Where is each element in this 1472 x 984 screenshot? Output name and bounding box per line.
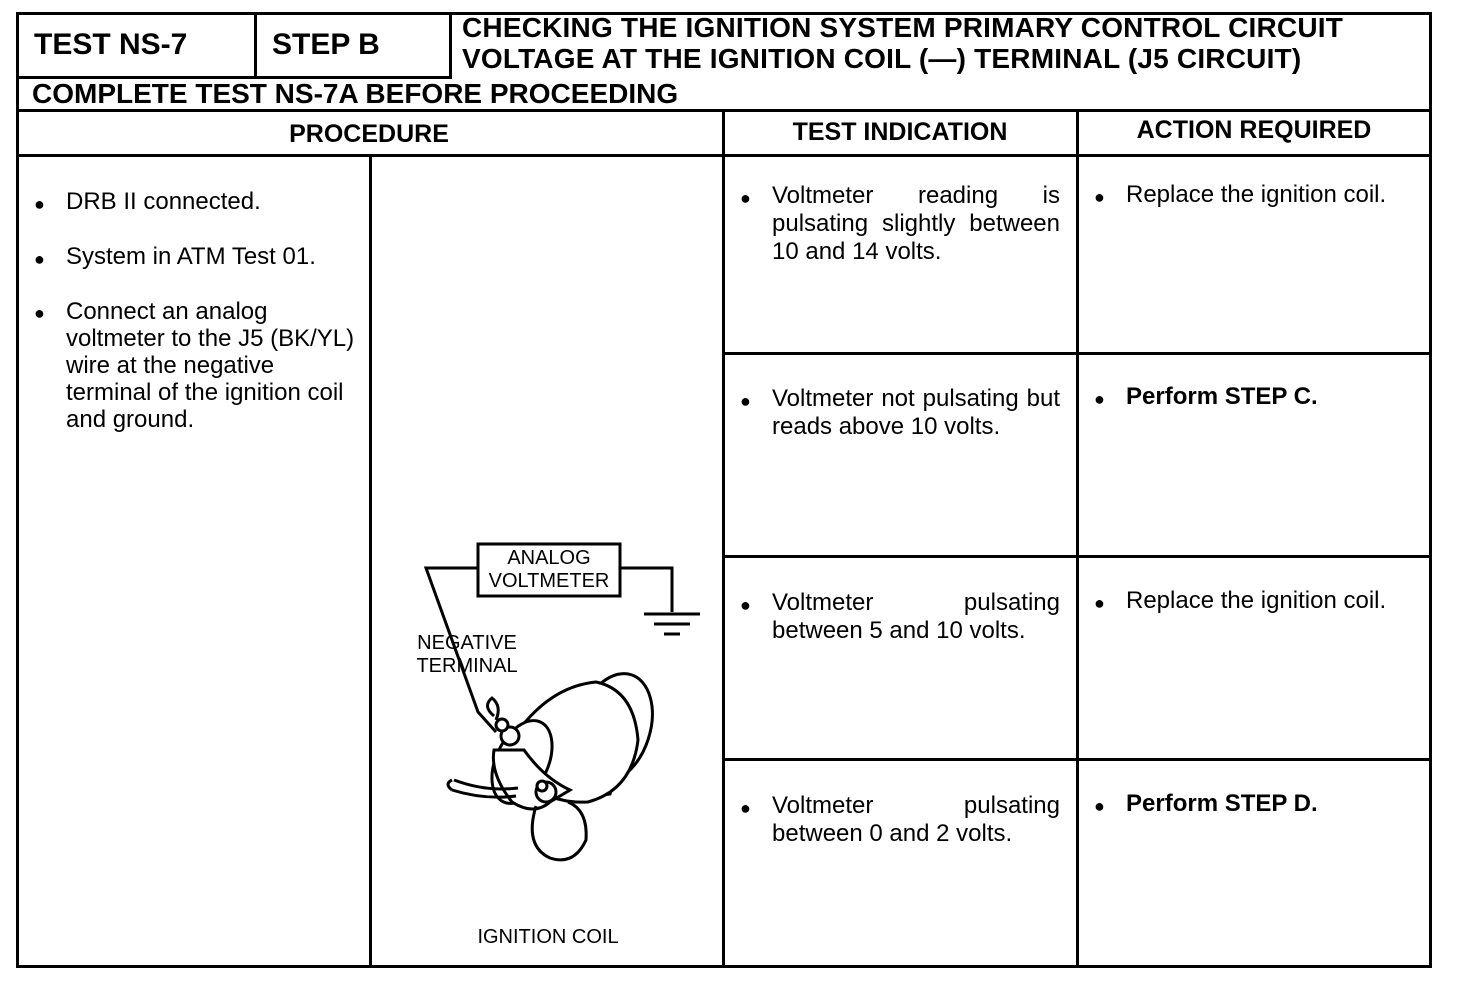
indication-row-1: Voltmeter reading is pulsating slightly … <box>726 182 1060 293</box>
rule-test-step-divider <box>254 12 257 78</box>
action-row-2: Perform STEP C. <box>1080 383 1430 438</box>
test-number: TEST NS-7 <box>34 28 188 61</box>
action-row-1: Replace the ignition coil. <box>1080 181 1430 236</box>
rule-header-bottom <box>16 76 452 79</box>
analog-voltmeter-label: ANALOG VOLTMETER <box>478 547 620 593</box>
column-header-action-required: ACTION REQUIRED <box>1136 116 1372 144</box>
indication-text: Voltmeter pulsating between 0 and 2 volt… <box>726 792 1060 848</box>
indication-text: Voltmeter pulsating between 5 and 10 vol… <box>726 589 1060 645</box>
indication-row-3: Voltmeter pulsating between 5 and 10 vol… <box>726 589 1060 672</box>
negative-terminal-label: NEGATIVE TERMINAL <box>408 632 526 678</box>
ground-lead <box>620 566 674 612</box>
test-title-line2: VOLTAGE AT THE IGNITION COIL (—) TERMINA… <box>462 43 1302 74</box>
test-title-line1: CHECKING THE IGNITION SYSTEM PRIMARY CON… <box>462 12 1344 43</box>
procedure-steps: DRB II connected. System in ATM Test 01.… <box>20 188 360 460</box>
negative-label-line1: NEGATIVE <box>417 632 517 654</box>
step-label: STEP B <box>272 28 380 61</box>
indication-text: Voltmeter reading is pulsating slightly … <box>726 182 1060 266</box>
ignition-coil-icon <box>446 672 654 862</box>
column-header-procedure: PROCEDURE <box>289 120 449 148</box>
procedure-step: System in ATM Test 01. <box>20 243 360 273</box>
rule-procedure-indication <box>722 110 725 967</box>
ignition-coil-diagram <box>423 542 700 862</box>
action-row-4: Perform STEP D. <box>1080 790 1430 845</box>
procedure-step: DRB II connected. <box>20 188 360 218</box>
prerequisite-note: COMPLETE TEST NS-7A BEFORE PROCEEDING <box>32 78 679 109</box>
rule-step-title-divider <box>449 12 452 78</box>
ignition-coil-label: IGNITION COIL <box>477 926 619 948</box>
procedure-step: Connect an analog voltmeter to the J5 (B… <box>20 298 360 433</box>
negative-lead <box>423 566 498 734</box>
test-title: CHECKING THE IGNITION SYSTEM PRIMARY CON… <box>462 12 1343 74</box>
analog-voltmeter-box <box>476 542 622 598</box>
rule-procedure-split <box>369 155 372 967</box>
voltmeter-label-line2: VOLTMETER <box>488 570 610 592</box>
action-text: Perform STEP C. <box>1080 383 1430 413</box>
action-text: Replace the ignition coil. <box>1080 181 1430 211</box>
voltmeter-label-line1: ANALOG <box>507 547 591 569</box>
indication-row-4: Voltmeter pulsating between 0 and 2 volt… <box>726 792 1060 875</box>
action-text: Replace the ignition coil. <box>1080 587 1430 617</box>
column-header-test-indication: TEST INDICATION <box>792 118 1008 146</box>
indication-row-2: Voltmeter not pulsating but reads above … <box>726 385 1060 468</box>
indication-text: Voltmeter not pulsating but reads above … <box>726 385 1060 441</box>
action-row-3: Replace the ignition coil. <box>1080 587 1430 642</box>
negative-label-line2: TERMINAL <box>416 655 518 677</box>
action-text: Perform STEP D. <box>1080 790 1430 820</box>
ground-icon <box>644 612 700 636</box>
rule-indication-action <box>1076 110 1079 967</box>
